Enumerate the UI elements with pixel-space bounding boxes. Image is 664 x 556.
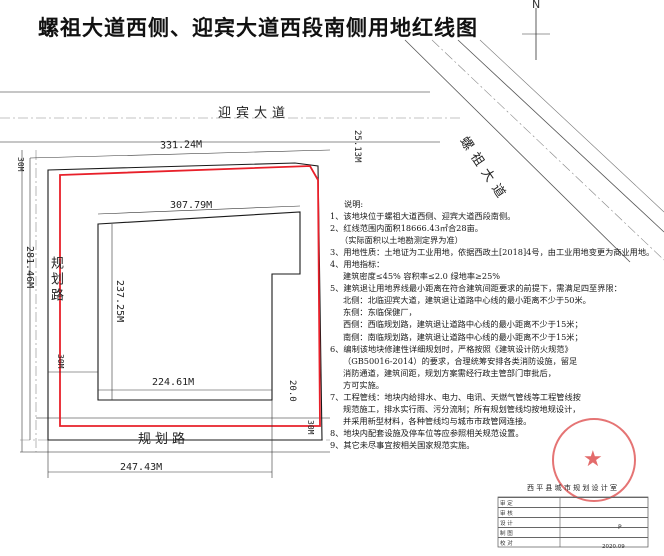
road-label-west: 规划路 — [48, 256, 63, 304]
titleblock-page-mark: P — [618, 524, 622, 531]
note-line: （GB50016-2014）的要求，合理统筹安排各类消防设施，留足 — [343, 355, 578, 366]
dim-top-inner: 307.79M — [170, 200, 213, 211]
note-line: 并采用新型材料，各种管线均与城市市政管网连接。 — [343, 415, 532, 426]
dim-left-offset-top: 30M — [16, 157, 25, 172]
note-line: 方可实施。 — [343, 379, 384, 390]
official-seal: ★ — [552, 418, 636, 502]
note-line: 南侧：南临规划路，建筑退让道路中心线的最小距离不少于15米； — [343, 331, 583, 342]
leizu-road-centerline — [431, 39, 664, 261]
note-line: 3、用地性质：土地证为工业用地，依据西政土[2018]4号，由工业用地变更为商业… — [330, 247, 655, 258]
dim-bottom-inner: 224.61M — [152, 377, 195, 388]
titleblock-header: 西 平 县 城 市 规 划 设 计 室 — [526, 484, 618, 492]
inner-setback-outline — [97, 211, 301, 401]
note-line: 9、其它未尽事宜按相关国家规范实施。 — [330, 439, 475, 450]
note-line: 消防通道，建筑间距，规划方案需经行政主管部门审批后， — [343, 367, 556, 378]
note-line: 西侧：西临规划路，建筑退让道路中心线的最小距离不少于15米； — [343, 319, 583, 330]
titleblock-row: 制 图 — [498, 527, 648, 537]
leizu-road-edge-west — [404, 39, 631, 263]
dim-line-top-outer — [29, 149, 331, 159]
note-line: 规范施工，排水实行雨、污分流制；所有规划管线均按地规设计， — [343, 403, 581, 414]
note-line: 8、地块内配套设施及停车位等应参照相关规范设置。 — [330, 427, 524, 438]
notes-panel: 说明: 1、该地块位于螺祖大道西侧、迎宾大道西段南侧。 2、红线范围内面积186… — [330, 198, 655, 451]
north-label: N — [532, 0, 541, 11]
titleblock-row: 审 定 — [498, 497, 648, 507]
note-line: 4、用地指标： — [330, 259, 385, 270]
note-line: 2、红线范围内面积18666.43㎡合28亩。 — [330, 223, 483, 234]
note-line: 建筑密度≤45% 容积率≤2.0 绿地率≥25% — [343, 271, 501, 282]
note-line: 7、工程管线：地块内给排水、电力、电讯、天燃气管线等工程管线按 — [330, 391, 581, 402]
titleblock-row: 设 计 — [498, 517, 648, 527]
note-line: 北侧：北临迎宾大道，建筑退让道路中心线的最小距离不少于50米。 — [343, 295, 591, 306]
titleblock-row: 校 对 — [498, 537, 648, 547]
note-line: 5、建筑退让用地界线最小距离在符合建筑间距要求的前提下，需满足四至界限： — [330, 283, 622, 294]
title-block: 西 平 县 城 市 规 划 设 计 室 审 定 审 核 设 计 制 图 校 对 … — [498, 484, 648, 550]
dim-inner-height: 237.25M — [114, 280, 125, 323]
dim-corner-top-right: 25.13M — [352, 130, 362, 163]
titleblock-date: 2020.09 — [602, 544, 625, 550]
dim-line-top-inner — [97, 205, 301, 215]
titleblock-row: 审 核 — [498, 507, 648, 517]
leizu-road-edge-east — [457, 39, 664, 233]
road-label-yingbin: 迎宾大道 — [218, 106, 291, 121]
dim-left-offset-bottom: 30M — [56, 354, 65, 369]
outer-boundary-line — [47, 162, 323, 441]
map-title: 螺祖大道西侧、迎宾大道西段南侧用地红线图 — [38, 15, 478, 40]
note-line: （实际面积以土地勘测定界为准） — [340, 235, 463, 246]
note-line: 东侧：东临保健厂， — [343, 307, 417, 318]
road-label-south: 规划路 — [138, 432, 190, 447]
dim-bottom-outer: 247.43M — [120, 462, 163, 473]
note-line: 1、该地块位于螺祖大道西侧、迎宾大道西段南侧。 — [330, 211, 516, 222]
note-line: 6、编制该地块修建性详细规划时，严格按照《建筑设计防火规范》 — [330, 343, 573, 354]
notes-heading: 说明: — [344, 199, 364, 209]
leizu-road-edge-east2 — [479, 39, 664, 213]
red-line-boundary — [59, 165, 321, 427]
dim-left-outer: 281.46M — [24, 246, 35, 289]
seal-star-icon: ★ — [583, 447, 603, 472]
dim-bottom-right-offset: 20.0 — [287, 380, 297, 402]
dim-top-outer: 331.24M — [159, 139, 203, 152]
dim-bottom-right-30: 30M — [306, 420, 315, 435]
